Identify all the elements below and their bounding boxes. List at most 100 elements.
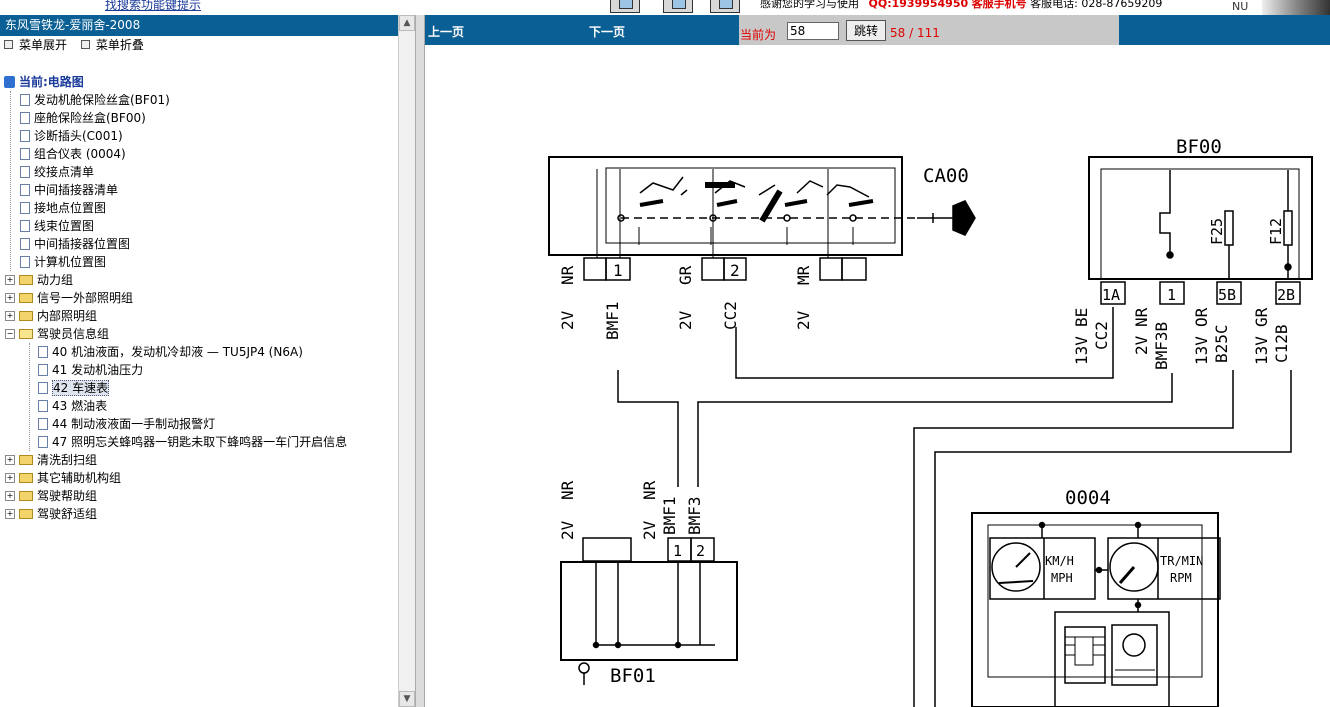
toolbar-window-icon[interactable] [610,0,640,13]
jump-button[interactable]: 跳转 [846,20,886,41]
expand-menu-label: 菜单展开 [19,38,68,52]
tree-guide-line [10,91,11,271]
wire-color: MR [794,265,813,285]
tree-group[interactable]: + 清洗刮扫组 [5,451,97,469]
cluster-0004: 0004 KM/H MPH TR/MIN RPM [971,487,1221,707]
bf01-pin-1: 1 [673,542,682,560]
tree-item-label: 47 照明忘关蜂鸣器一钥匙未取下蜂鸣器一车门开启信息 [52,435,348,449]
scroll-down-icon[interactable]: ▼ [399,691,415,707]
bf01-fusebox: 1 2 BF01 [560,537,738,687]
wire-color: NR [1132,307,1151,327]
bf01-pin-2: 2 [696,542,705,560]
ca00-label: CA00 [923,165,969,187]
toolbar-print-icon[interactable] [710,0,740,13]
expand-toggle-icon[interactable]: + [5,292,15,303]
expand-menu-button[interactable]: 菜单展开 [4,36,67,54]
tree-group-label: 清洗刮扫组 [37,453,98,467]
qq-number[interactable]: QQ:1939954950 [868,0,969,10]
document-icon [20,237,30,250]
folder-icon [19,454,33,465]
bf00-fusebox: BF00 F25 F12 [1088,136,1313,280]
collapse-toggle-icon[interactable]: − [5,328,15,339]
tree-item-label: 座舱保险丝盒(BF00) [34,111,146,125]
wire-voltage: 2V [640,520,659,540]
tree-item-page[interactable]: 47 照明忘关蜂鸣器一钥匙未取下蜂鸣器一车门开启信息 [38,433,347,451]
toolbar-split-icon[interactable] [663,0,693,13]
wire-color: OR [1192,307,1211,327]
phone-number: 028-87659209 [1081,0,1163,10]
folder-icon [19,508,33,519]
folder-icon [19,490,33,501]
next-page-link[interactable]: 下一页 [589,25,626,39]
tree-item-doc[interactable]: 线束位置图 [20,217,94,235]
scroll-up-icon[interactable]: ▲ [399,15,415,31]
tree-group[interactable]: +其它辅助机构组 [5,469,121,487]
ca00-pin-2: 2 [730,261,740,280]
bf00-wire-labels: 13V BE CC2 2V NR BMF3B 13V OR B25C 13V G… [1072,307,1291,370]
tree-toolbar: 菜单展开 菜单折叠 [0,36,414,54]
contact-info: 感谢您的学习与使用 QQ:1939954950 客服手机号 客服电话: 028-… [760,0,1162,11]
tree-item-doc[interactable]: 发动机舱保险丝盒(BF01) [20,91,170,109]
tree-item-page[interactable]: 41 发动机油压力 [38,361,143,379]
ca00-switch: CA00 [548,156,976,258]
wire-color: BE [1072,308,1091,327]
expand-toggle-icon[interactable]: + [5,310,15,321]
expand-toggle-icon[interactable]: + [5,472,15,483]
tree-item-page[interactable]: 40 机油液面，发动机冷却液 — TU5JP4 (N6A) [38,343,303,361]
tree-item-doc[interactable]: 接地点位置图 [20,199,106,217]
document-icon [20,165,30,178]
tree-group[interactable]: +驾驶帮助组 [5,487,97,505]
prev-page-link[interactable]: 上一页 [428,25,465,39]
tree-item-label: 线束位置图 [34,219,95,233]
tree-item-doc[interactable]: 组合仪表 (0004) [20,145,126,163]
expand-icon [4,40,13,49]
page-number-input[interactable] [787,22,839,40]
tree-item-label: 中间插接器位置图 [34,237,131,251]
tree-scrollbar[interactable]: ▲ ▼ [398,15,415,707]
tree-group[interactable]: +信号一外部照明组 [5,289,133,307]
expand-toggle-icon[interactable]: + [5,454,15,465]
tree-item-label: 42 车速表 [52,380,110,396]
document-icon [20,201,30,214]
tree-group[interactable]: +驾驶舒适组 [5,505,97,523]
tree-item-doc[interactable]: 中间插接器位置图 [20,235,130,253]
tree-root[interactable]: 当前:电路图 [4,73,84,91]
collapse-menu-button[interactable]: 菜单折叠 [80,36,144,54]
panel-splitter[interactable] [415,15,425,707]
rpm-unit-trmin: TR/MIN [1160,554,1203,568]
page-indicator: 58 / 111 [890,26,940,40]
expand-toggle-icon[interactable]: + [5,508,15,519]
current-page-label: 当前为 [740,28,777,42]
speed-unit-kmh: KM/H [1045,554,1074,568]
tree-item-doc[interactable]: 座舱保险丝盒(BF00) [20,109,146,127]
tree-guide-line [29,343,30,451]
tree-item-label: 40 机油液面，发动机冷却液 — TU5JP4 (N6A) [52,345,303,359]
tree-item-doc[interactable]: 诊断插头(C001) [20,127,123,145]
tree-item-doc[interactable]: 中间插接器清单 [20,181,118,199]
tree-group[interactable]: + 内部照明组 [5,307,97,325]
phone-label: 客服电话: [1030,0,1078,10]
expand-toggle-icon[interactable]: + [5,274,15,285]
wire-voltage: 13V [1252,336,1271,365]
wire-code: C12B [1272,324,1291,363]
expand-toggle-icon[interactable]: + [5,490,15,501]
folder-open-icon [19,328,33,339]
search-hint-link[interactable]: 找搜索功能键提示 [105,0,202,12]
document-icon [20,129,30,142]
document-icon [38,417,48,430]
wiring-diagram: CA00 1 2 2V NR BMF1 2V GR CC2 2V MR [548,136,1313,707]
document-icon [38,345,48,358]
tree-group[interactable]: +动力组 [5,271,73,289]
wire-color: GR [676,265,695,285]
wire-color: NR [640,480,659,500]
wire-voltage: 2V [558,310,577,330]
tree-group-label: 内部照明组 [37,309,98,323]
tree-item-page-selected[interactable]: 42 车速表 [38,379,110,397]
wire-color: NR [558,480,577,500]
tree-item-page[interactable]: 43 燃油表 [38,397,107,415]
tree-group-open[interactable]: −驾驶员信息组 [5,325,109,343]
tree-item-page[interactable]: 44 制动液液面一手制动报警灯 [38,415,215,433]
tree-item-label: 中间插接器清单 [34,183,119,197]
tree-item-doc[interactable]: 计算机位置图 [20,253,106,271]
tree-item-doc[interactable]: 绞接点清单 [20,163,94,181]
